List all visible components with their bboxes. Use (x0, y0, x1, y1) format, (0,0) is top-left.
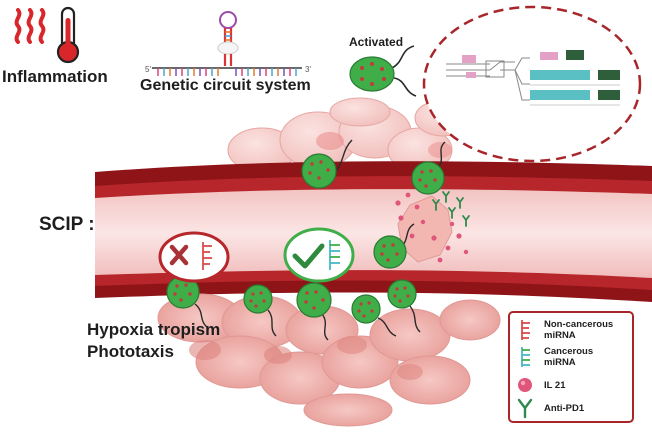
legend-item-il21: IL 21 (516, 374, 565, 396)
legend-label-line1: Cancerous (544, 346, 594, 357)
bacterium (296, 282, 332, 341)
bacterium (166, 275, 209, 329)
scip-label: SCIP : (39, 214, 95, 235)
strand-3prime-label: 3' (305, 65, 311, 74)
blood-vessel (95, 161, 652, 302)
check-icon (292, 243, 325, 269)
genetic-circuit-label: Genetic circuit system (140, 77, 311, 94)
bacterium (387, 279, 421, 333)
activated-bacterium (349, 45, 417, 97)
bacterium (243, 284, 277, 337)
bacterium (373, 223, 415, 269)
bacteria-group (166, 139, 446, 341)
hypoxia-tropism-label: Hypoxia tropism (87, 320, 221, 339)
bacterium (351, 294, 397, 337)
legend-label-line2: miRNA (544, 357, 576, 368)
legend-label-line1: Non-cancerous (544, 319, 614, 330)
legend-item-anti-pd1: Anti-PD1 (516, 397, 584, 419)
il21-particles (395, 192, 469, 263)
il21-icon (518, 378, 532, 392)
legend-label-line2: miRNA (544, 330, 576, 341)
inflammation-icon (14, 6, 80, 64)
legend-label: Anti-PD1 (544, 402, 585, 414)
activated-label: Activated (349, 35, 404, 49)
tumor-release-site (395, 191, 470, 263)
anti-pd1-particles (432, 191, 470, 227)
phototaxis-label: Phototaxis (87, 342, 174, 361)
anti-pd1-icon (517, 398, 533, 419)
cross-icon (169, 244, 189, 266)
bacterium (301, 139, 353, 189)
bacterium (411, 141, 446, 195)
legend-label: IL 21 (544, 379, 566, 391)
inflammation-label: Inflammation (2, 67, 108, 86)
cancerous-mirna-icon (521, 347, 530, 367)
rna-strand-bases (157, 68, 297, 76)
genetic-circuit-icon: 5' 3' (145, 11, 311, 76)
non-cancerous-mirna-icon (202, 242, 212, 270)
circuit-detail-inset (422, 5, 642, 163)
non-cancerous-mirna-icon (521, 320, 530, 340)
non-cancerous-bubble (158, 231, 230, 283)
cancerous-mirna-icon (329, 240, 340, 270)
lower-tumor-cells (157, 293, 501, 427)
strand-5prime-label: 5' (145, 65, 151, 74)
cancerous-bubble (283, 227, 355, 283)
